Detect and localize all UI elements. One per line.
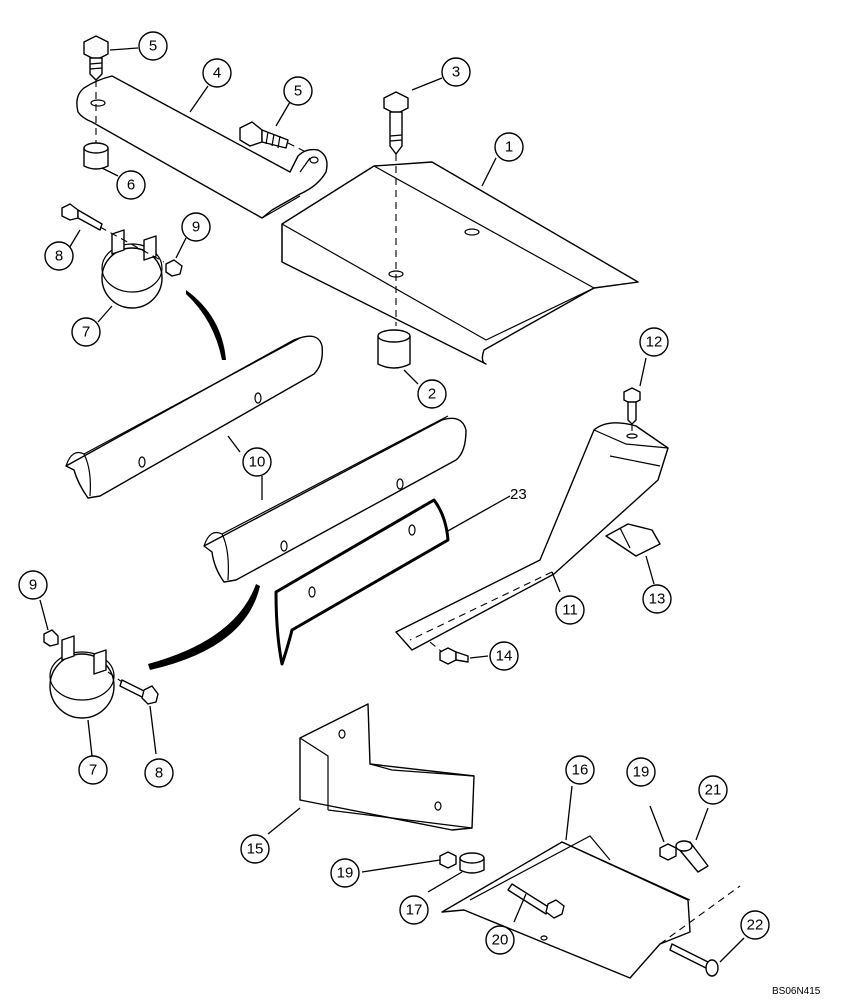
part-22-bolt xyxy=(669,943,719,977)
part-10-tube-shield-lower xyxy=(203,415,467,583)
svg-text:9: 9 xyxy=(29,577,37,594)
part-11-support-arm xyxy=(395,422,669,651)
part-17-spacer xyxy=(459,852,485,874)
callout-20: 20 xyxy=(485,925,515,955)
part-16-lower-guard xyxy=(441,835,741,979)
part-5-bolt-upper xyxy=(83,35,109,148)
part-1-heat-shield xyxy=(281,161,639,365)
callout-6: 6 xyxy=(116,170,146,200)
svg-text:19: 19 xyxy=(337,865,354,882)
callout-2: 2 xyxy=(417,379,447,409)
callout-7-upper: 7 xyxy=(71,317,101,347)
part-7-clamp-upper xyxy=(101,229,163,309)
svg-text:20: 20 xyxy=(492,932,509,949)
callout-9-upper: 9 xyxy=(181,212,211,242)
part-6-spacer xyxy=(83,142,109,170)
callout-4: 4 xyxy=(202,58,232,88)
callout-5-upper: 5 xyxy=(138,31,168,61)
part-3-bolt xyxy=(383,91,409,326)
callout-17: 17 xyxy=(399,895,429,925)
part-8-bolt-upper xyxy=(61,203,165,263)
callout-8-upper: 8 xyxy=(44,241,74,271)
part-15-lower-bracket xyxy=(299,703,475,831)
svg-text:7: 7 xyxy=(89,762,97,779)
svg-text:8: 8 xyxy=(155,765,163,782)
callout-10: 10 xyxy=(242,447,272,477)
svg-text:4: 4 xyxy=(213,65,221,82)
svg-text:6: 6 xyxy=(127,177,135,194)
part-9-nut-upper xyxy=(165,259,183,277)
svg-text:9: 9 xyxy=(192,219,200,236)
callout-3: 3 xyxy=(441,57,471,87)
label-23: 23 xyxy=(510,486,527,503)
svg-text:7: 7 xyxy=(82,324,90,341)
callout-7-lower: 7 xyxy=(78,755,108,785)
part-5-bolt-side xyxy=(239,121,307,153)
part-19-nut-left xyxy=(439,851,457,869)
svg-text:22: 22 xyxy=(747,917,764,934)
part-9-nut-lower xyxy=(43,629,59,647)
svg-text:21: 21 xyxy=(705,782,722,799)
callout-5-side: 5 xyxy=(283,76,313,106)
callout-1: 1 xyxy=(494,132,524,162)
svg-text:5: 5 xyxy=(294,83,302,100)
callout-16: 16 xyxy=(565,755,595,785)
callout-11: 11 xyxy=(555,595,585,625)
svg-text:17: 17 xyxy=(406,902,423,919)
callout-15: 15 xyxy=(240,834,270,864)
svg-text:13: 13 xyxy=(649,591,666,608)
part-4-support-bracket xyxy=(76,75,328,219)
svg-text:8: 8 xyxy=(55,248,63,265)
part-10-tube-shield-upper xyxy=(65,335,324,499)
part-13-bracket xyxy=(605,523,661,557)
callout-19-right: 19 xyxy=(626,757,656,787)
part-14-bolt xyxy=(429,641,469,665)
svg-text:12: 12 xyxy=(646,334,663,351)
part-12-bolt xyxy=(623,387,641,436)
callout-13: 13 xyxy=(642,584,672,614)
part-7-clamp-lower xyxy=(49,635,115,719)
svg-text:14: 14 xyxy=(496,648,513,665)
callout-9-lower: 9 xyxy=(18,570,48,600)
part-21-spacer xyxy=(675,840,709,873)
svg-text:16: 16 xyxy=(572,762,589,779)
part-8-bolt-lower xyxy=(107,671,159,705)
callout-12: 12 xyxy=(639,327,669,357)
svg-text:2: 2 xyxy=(428,386,436,403)
routing-arrow-upper xyxy=(186,290,226,360)
part-19-nut-right xyxy=(659,843,677,861)
part-2-spacer xyxy=(377,329,411,369)
svg-text:15: 15 xyxy=(247,841,264,858)
callout-8-lower: 8 xyxy=(144,758,174,788)
svg-text:11: 11 xyxy=(562,602,578,619)
svg-text:1: 1 xyxy=(505,139,513,156)
svg-text:5: 5 xyxy=(149,38,157,55)
callout-21: 21 xyxy=(698,775,728,805)
svg-text:3: 3 xyxy=(452,64,460,81)
callout-14: 14 xyxy=(489,641,519,671)
figure-reference: BS06N415 xyxy=(772,986,821,997)
part-20-bolt xyxy=(507,883,565,919)
callout-19-left: 19 xyxy=(330,858,360,888)
svg-text:19: 19 xyxy=(633,764,650,781)
callout-22: 22 xyxy=(740,910,770,940)
routing-arrow-lower xyxy=(148,584,260,670)
part-23-liner xyxy=(274,498,450,666)
svg-text:10: 10 xyxy=(249,454,266,471)
